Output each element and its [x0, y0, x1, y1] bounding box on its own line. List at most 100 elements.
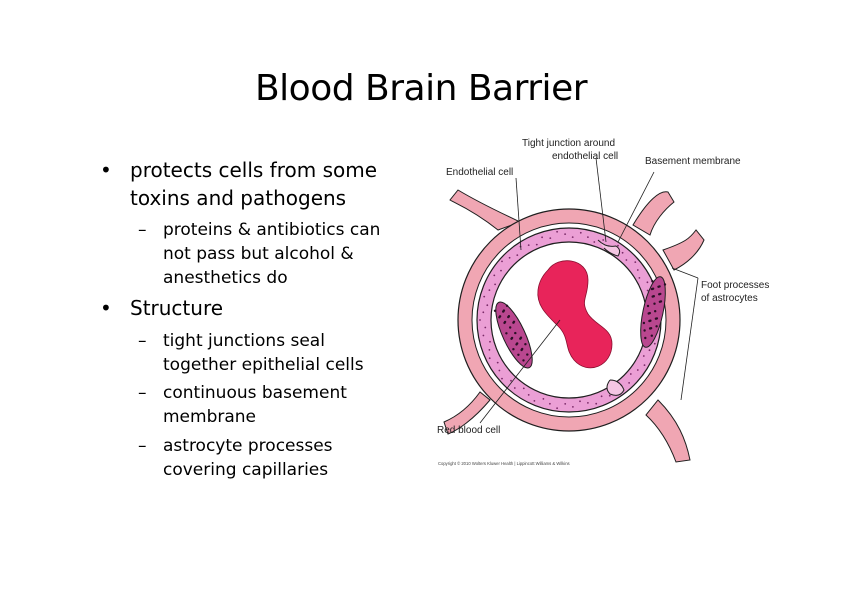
texture-dot	[535, 243, 538, 246]
tight-junction-bottom	[606, 379, 625, 396]
texture-dot	[595, 402, 598, 405]
sub-bullet-2-3-line-1: astrocyte processes	[163, 436, 333, 456]
chromatin-speck	[648, 327, 652, 330]
texture-dot	[579, 400, 581, 403]
chromatin-speck	[520, 348, 523, 352]
chromatin-speck	[522, 359, 525, 362]
chromatin-speck	[519, 337, 522, 340]
label-basement-membrane: Basement membrane	[645, 156, 741, 167]
texture-dot	[648, 349, 651, 352]
texture-dot	[549, 402, 551, 405]
astrocyte-arm	[645, 399, 691, 463]
texture-dot	[571, 236, 574, 238]
leader-lines	[479, 157, 699, 424]
texture-dot	[496, 361, 499, 364]
chromatin-speck	[653, 302, 656, 305]
texture-dot	[646, 289, 649, 292]
nucleus-left	[495, 301, 533, 369]
chromatin-speck	[507, 315, 510, 319]
chromatin-speck	[515, 343, 518, 346]
texture-dot	[629, 373, 632, 375]
chromatin-speck	[503, 321, 506, 325]
astrocyte-arm	[449, 189, 522, 231]
astrocyte-arm	[662, 229, 705, 271]
texture-dot	[636, 269, 639, 271]
texture-dot	[556, 407, 558, 410]
nucleus-chromatin	[493, 280, 667, 362]
texture-dot	[494, 283, 496, 286]
chromatin-speck	[502, 310, 505, 313]
chromatin-speck	[650, 287, 654, 291]
chromatin-speck	[514, 331, 517, 335]
texture-dot	[522, 387, 525, 390]
chromatin-speck	[663, 283, 667, 286]
chromatin-speck	[647, 312, 650, 315]
texture-dot	[486, 304, 489, 307]
chromatin-speck	[651, 280, 654, 283]
texture-dot	[600, 395, 603, 398]
texture-dot	[501, 260, 503, 263]
chromatin-speck	[646, 304, 650, 308]
texture-dot	[653, 342, 656, 345]
texture-dot	[484, 326, 487, 329]
texture-dot	[617, 244, 619, 247]
texture-dot	[516, 254, 519, 256]
label-foot-processes-2: of astrocytes	[701, 293, 758, 304]
texture-dot	[625, 259, 628, 261]
texture-dot	[488, 289, 491, 291]
chromatin-speck	[643, 329, 646, 332]
sub-bullet-2-3-line-2: covering capillaries	[163, 460, 329, 480]
texture-dot	[642, 355, 645, 357]
bbb-diagram: Tight junction around endothelial cell E…	[428, 130, 793, 475]
bullet-marker: •	[100, 158, 112, 182]
sub-bullet-1-1-line-1: proteins & antibiotics can	[163, 220, 381, 240]
texture-dot	[500, 269, 502, 272]
label-red-blood-cell: Red blood cell	[437, 425, 500, 436]
texture-dot	[508, 256, 511, 259]
texture-dot	[572, 406, 574, 408]
chromatin-speck	[498, 316, 501, 319]
chromatin-speck	[505, 304, 509, 307]
sub-bullet-2-1-line-2: together epithelial cells	[163, 355, 364, 375]
texture-dot	[593, 241, 596, 243]
bullet-1-line-2: toxins and pathogens	[130, 186, 347, 210]
chromatin-speck	[509, 326, 512, 329]
sub-bullet-marker: –	[138, 331, 147, 351]
texture-dot	[533, 400, 536, 402]
texture-dot	[628, 382, 630, 384]
chromatin-speck	[505, 332, 508, 335]
label-foot-processes-1: Foot processes	[701, 280, 769, 291]
sub-bullet-2-2-line-2: membrane	[163, 407, 257, 427]
sub-bullet-1-1-line-2: not pass but alcohol &	[163, 244, 354, 264]
texture-dot	[587, 236, 589, 238]
chromatin-speck	[655, 325, 658, 328]
texture-dot	[579, 231, 582, 234]
texture-dot	[541, 236, 543, 239]
slide-title: Blood Brain Barrier	[254, 68, 588, 109]
texture-dot	[527, 244, 530, 246]
texture-dot	[479, 319, 481, 321]
sub-bullet-2-1-line-1: tight junctions seal	[163, 331, 325, 351]
bullet-2-line-1: Structure	[130, 296, 224, 320]
texture-dot	[564, 233, 566, 235]
texture-dot	[608, 394, 611, 397]
chromatin-speck	[654, 310, 657, 313]
texture-dot	[636, 369, 639, 371]
texture-dot	[634, 261, 637, 263]
texture-dot	[482, 334, 485, 337]
label-endothelial-cell: Endothelial cell	[446, 167, 513, 178]
chromatin-speck	[658, 300, 662, 303]
chromatin-speck	[642, 321, 646, 325]
astrocyte-arms	[443, 189, 705, 463]
texture-dot	[510, 379, 512, 382]
astrocyte-arm	[632, 191, 675, 236]
label-tight-junction-2: endothelial cell	[552, 151, 618, 162]
texture-dot	[556, 230, 558, 233]
texture-dot	[498, 369, 501, 372]
chromatin-speck	[526, 353, 529, 356]
texture-dot	[638, 277, 641, 279]
chromatin-speck	[524, 343, 527, 346]
texture-dot	[501, 377, 503, 380]
chromatin-speck	[644, 336, 647, 340]
texture-dot	[489, 340, 491, 343]
